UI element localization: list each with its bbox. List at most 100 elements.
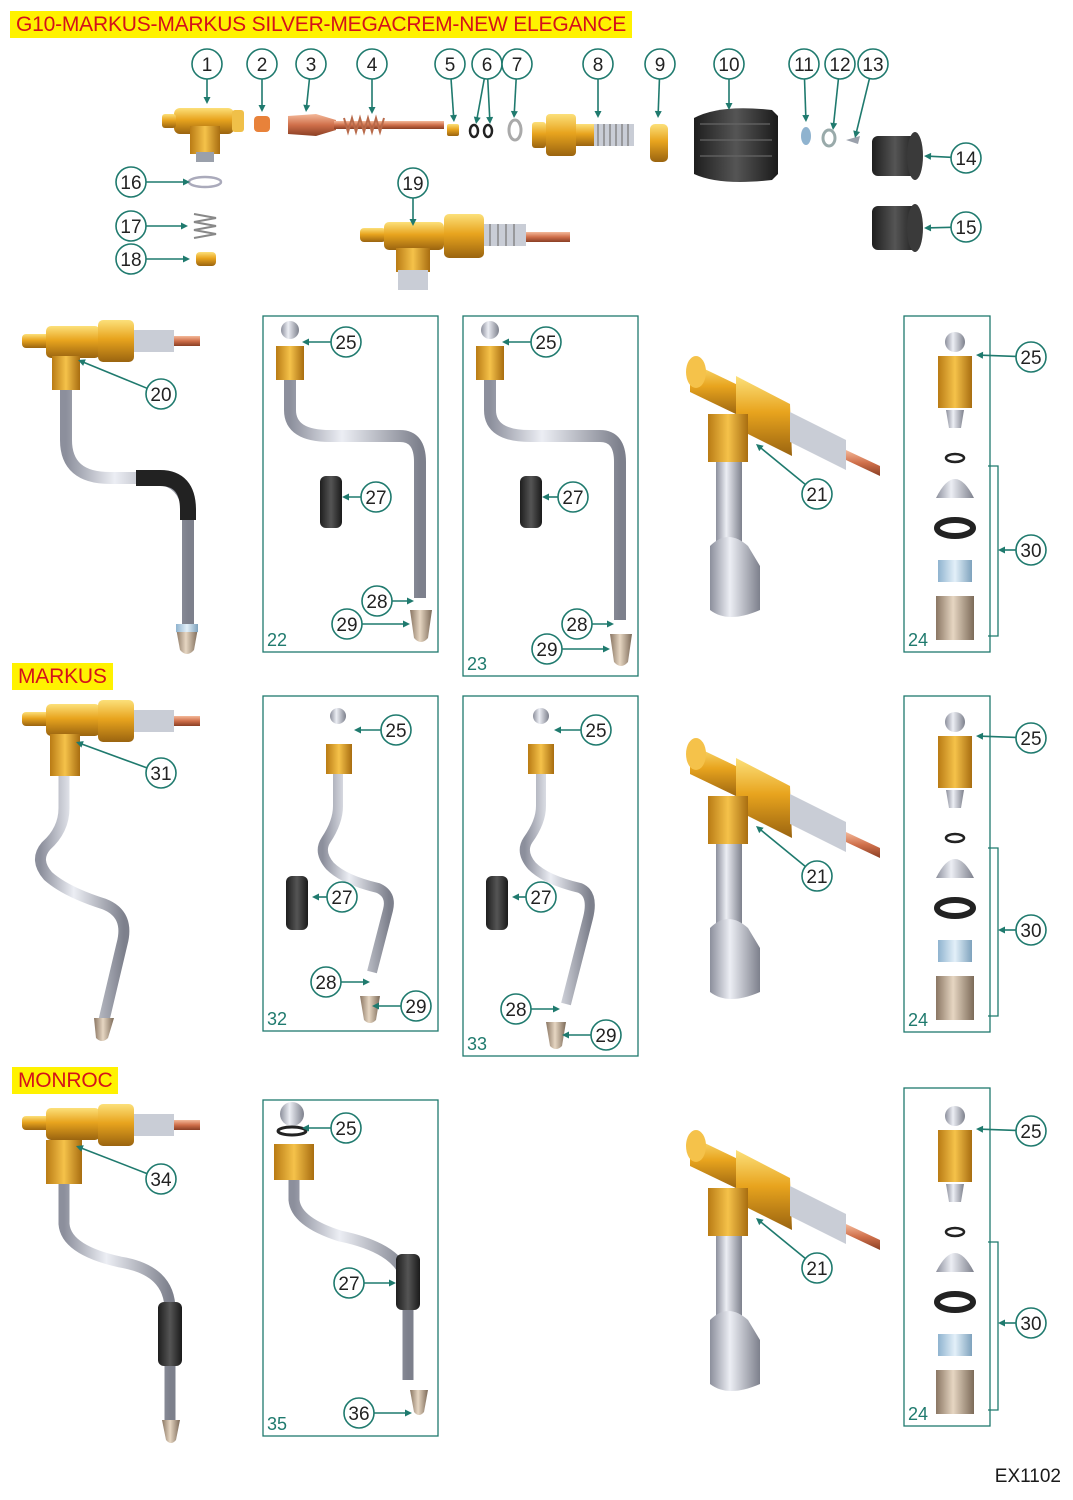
callout-number: 18 [120, 250, 141, 271]
callout-number: 4 [367, 55, 378, 76]
leader-line [486, 78, 491, 123]
part-7-washer [507, 118, 523, 142]
callout-circle [824, 48, 856, 80]
arrow-head-icon [512, 893, 519, 901]
arrow-head-icon [756, 444, 764, 452]
part-12-clip [821, 128, 837, 148]
callout-circle [1015, 1307, 1047, 1339]
arrow-head-icon [924, 224, 932, 232]
part-8-bushing [532, 114, 634, 156]
callout-25: 25 [976, 1115, 1047, 1147]
model-header-main: G10-MARKUS-MARKUS SILVER-MEGACREM-NEW EL… [10, 11, 633, 38]
callout-36: 36 [343, 1397, 412, 1429]
callout-31: 31 [76, 741, 177, 789]
callout-12: 12 [824, 48, 856, 130]
arrow-head-icon [405, 1409, 412, 1417]
arrow-head-icon [303, 104, 311, 112]
callout-circle [1015, 341, 1047, 373]
arrow-head-icon [976, 351, 984, 359]
arrow-head-icon [725, 103, 733, 110]
wand-22 [276, 321, 432, 642]
callout-7: 7 [501, 48, 533, 118]
callout-10: 10 [713, 48, 745, 110]
group-box-label: 22 [267, 630, 287, 650]
callout-circle [801, 1252, 833, 1284]
model-header-markus: MARKUS [12, 663, 113, 690]
callout-circle [356, 48, 388, 80]
leader-line [757, 444, 806, 486]
model-header-monroc: MONROC [12, 1067, 119, 1094]
callout-18: 18 [115, 243, 190, 275]
callout-circle [434, 48, 466, 80]
callout-25: 25 [976, 341, 1047, 373]
callout-30: 30 [998, 914, 1047, 946]
callout-circle [950, 142, 982, 174]
callout-28: 28 [500, 993, 560, 1025]
arrow-head-icon [756, 1218, 764, 1226]
group-box-label: 23 [467, 654, 487, 674]
assembly-34 [22, 1104, 200, 1443]
callout-number: 14 [955, 149, 977, 170]
callout-27: 27 [512, 881, 557, 913]
part-2-seal [254, 116, 270, 132]
arrow-head-icon [78, 359, 86, 366]
callout-29: 29 [331, 608, 410, 640]
callout-number: 19 [402, 174, 423, 195]
callout-number: 15 [955, 218, 976, 239]
part-16-ring [187, 175, 223, 189]
part-10-knob [694, 108, 778, 182]
arrow-head-icon [486, 116, 494, 124]
callout-circle [950, 211, 982, 243]
callout-circle [295, 48, 327, 80]
part-9-lock-nut [650, 124, 668, 162]
part-6-o-rings [468, 123, 494, 139]
callout-circle [531, 633, 563, 665]
callout-circle [644, 48, 676, 80]
callout-5: 5 [434, 48, 466, 122]
assembly-31 [22, 700, 200, 1041]
wand-33 [486, 708, 595, 1049]
callout-25: 25 [976, 722, 1047, 754]
group-box-label: 32 [267, 1009, 287, 1029]
callout-number: 28 [505, 1000, 526, 1021]
group-box-label: 24 [908, 630, 928, 650]
part-17-spring [193, 213, 217, 239]
callout-circle [145, 757, 177, 789]
callout-number: 25 [585, 721, 606, 742]
callout-number: 28 [315, 973, 336, 994]
callout-25: 25 [302, 1112, 362, 1144]
callout-number: 28 [366, 592, 387, 613]
arrow-head-icon [183, 255, 190, 263]
wand-32 [286, 708, 394, 1023]
callout-circle [333, 1267, 365, 1299]
arrow-head-icon [998, 546, 1005, 554]
callout-number: 7 [512, 55, 523, 76]
arrow-head-icon [562, 1031, 569, 1039]
callout-number: 3 [306, 55, 317, 76]
callout-circle [145, 378, 177, 410]
callout-circle [331, 608, 363, 640]
callout-circle [360, 481, 392, 513]
leader-line [757, 1218, 806, 1260]
callout-number: 30 [1020, 921, 1041, 942]
callout-number: 6 [482, 55, 493, 76]
callout-number: 13 [862, 55, 883, 76]
leader-line [450, 78, 455, 121]
callout-number: 9 [655, 55, 666, 76]
callout-13: 13 [853, 48, 889, 138]
callout-28: 28 [310, 966, 370, 998]
callout-29: 29 [372, 990, 432, 1022]
callout-number: 25 [1020, 348, 1041, 369]
callout-circle [400, 990, 432, 1022]
callout-circle [561, 608, 593, 640]
callout-number: 2 [257, 55, 268, 76]
callout-29: 29 [531, 633, 610, 665]
leader-line [757, 826, 806, 868]
callout-6b [486, 78, 494, 124]
callout-21: 21 [756, 444, 833, 510]
callout-circle [397, 167, 429, 199]
part-13-screw [846, 136, 860, 144]
arrow-head-icon [830, 122, 838, 130]
